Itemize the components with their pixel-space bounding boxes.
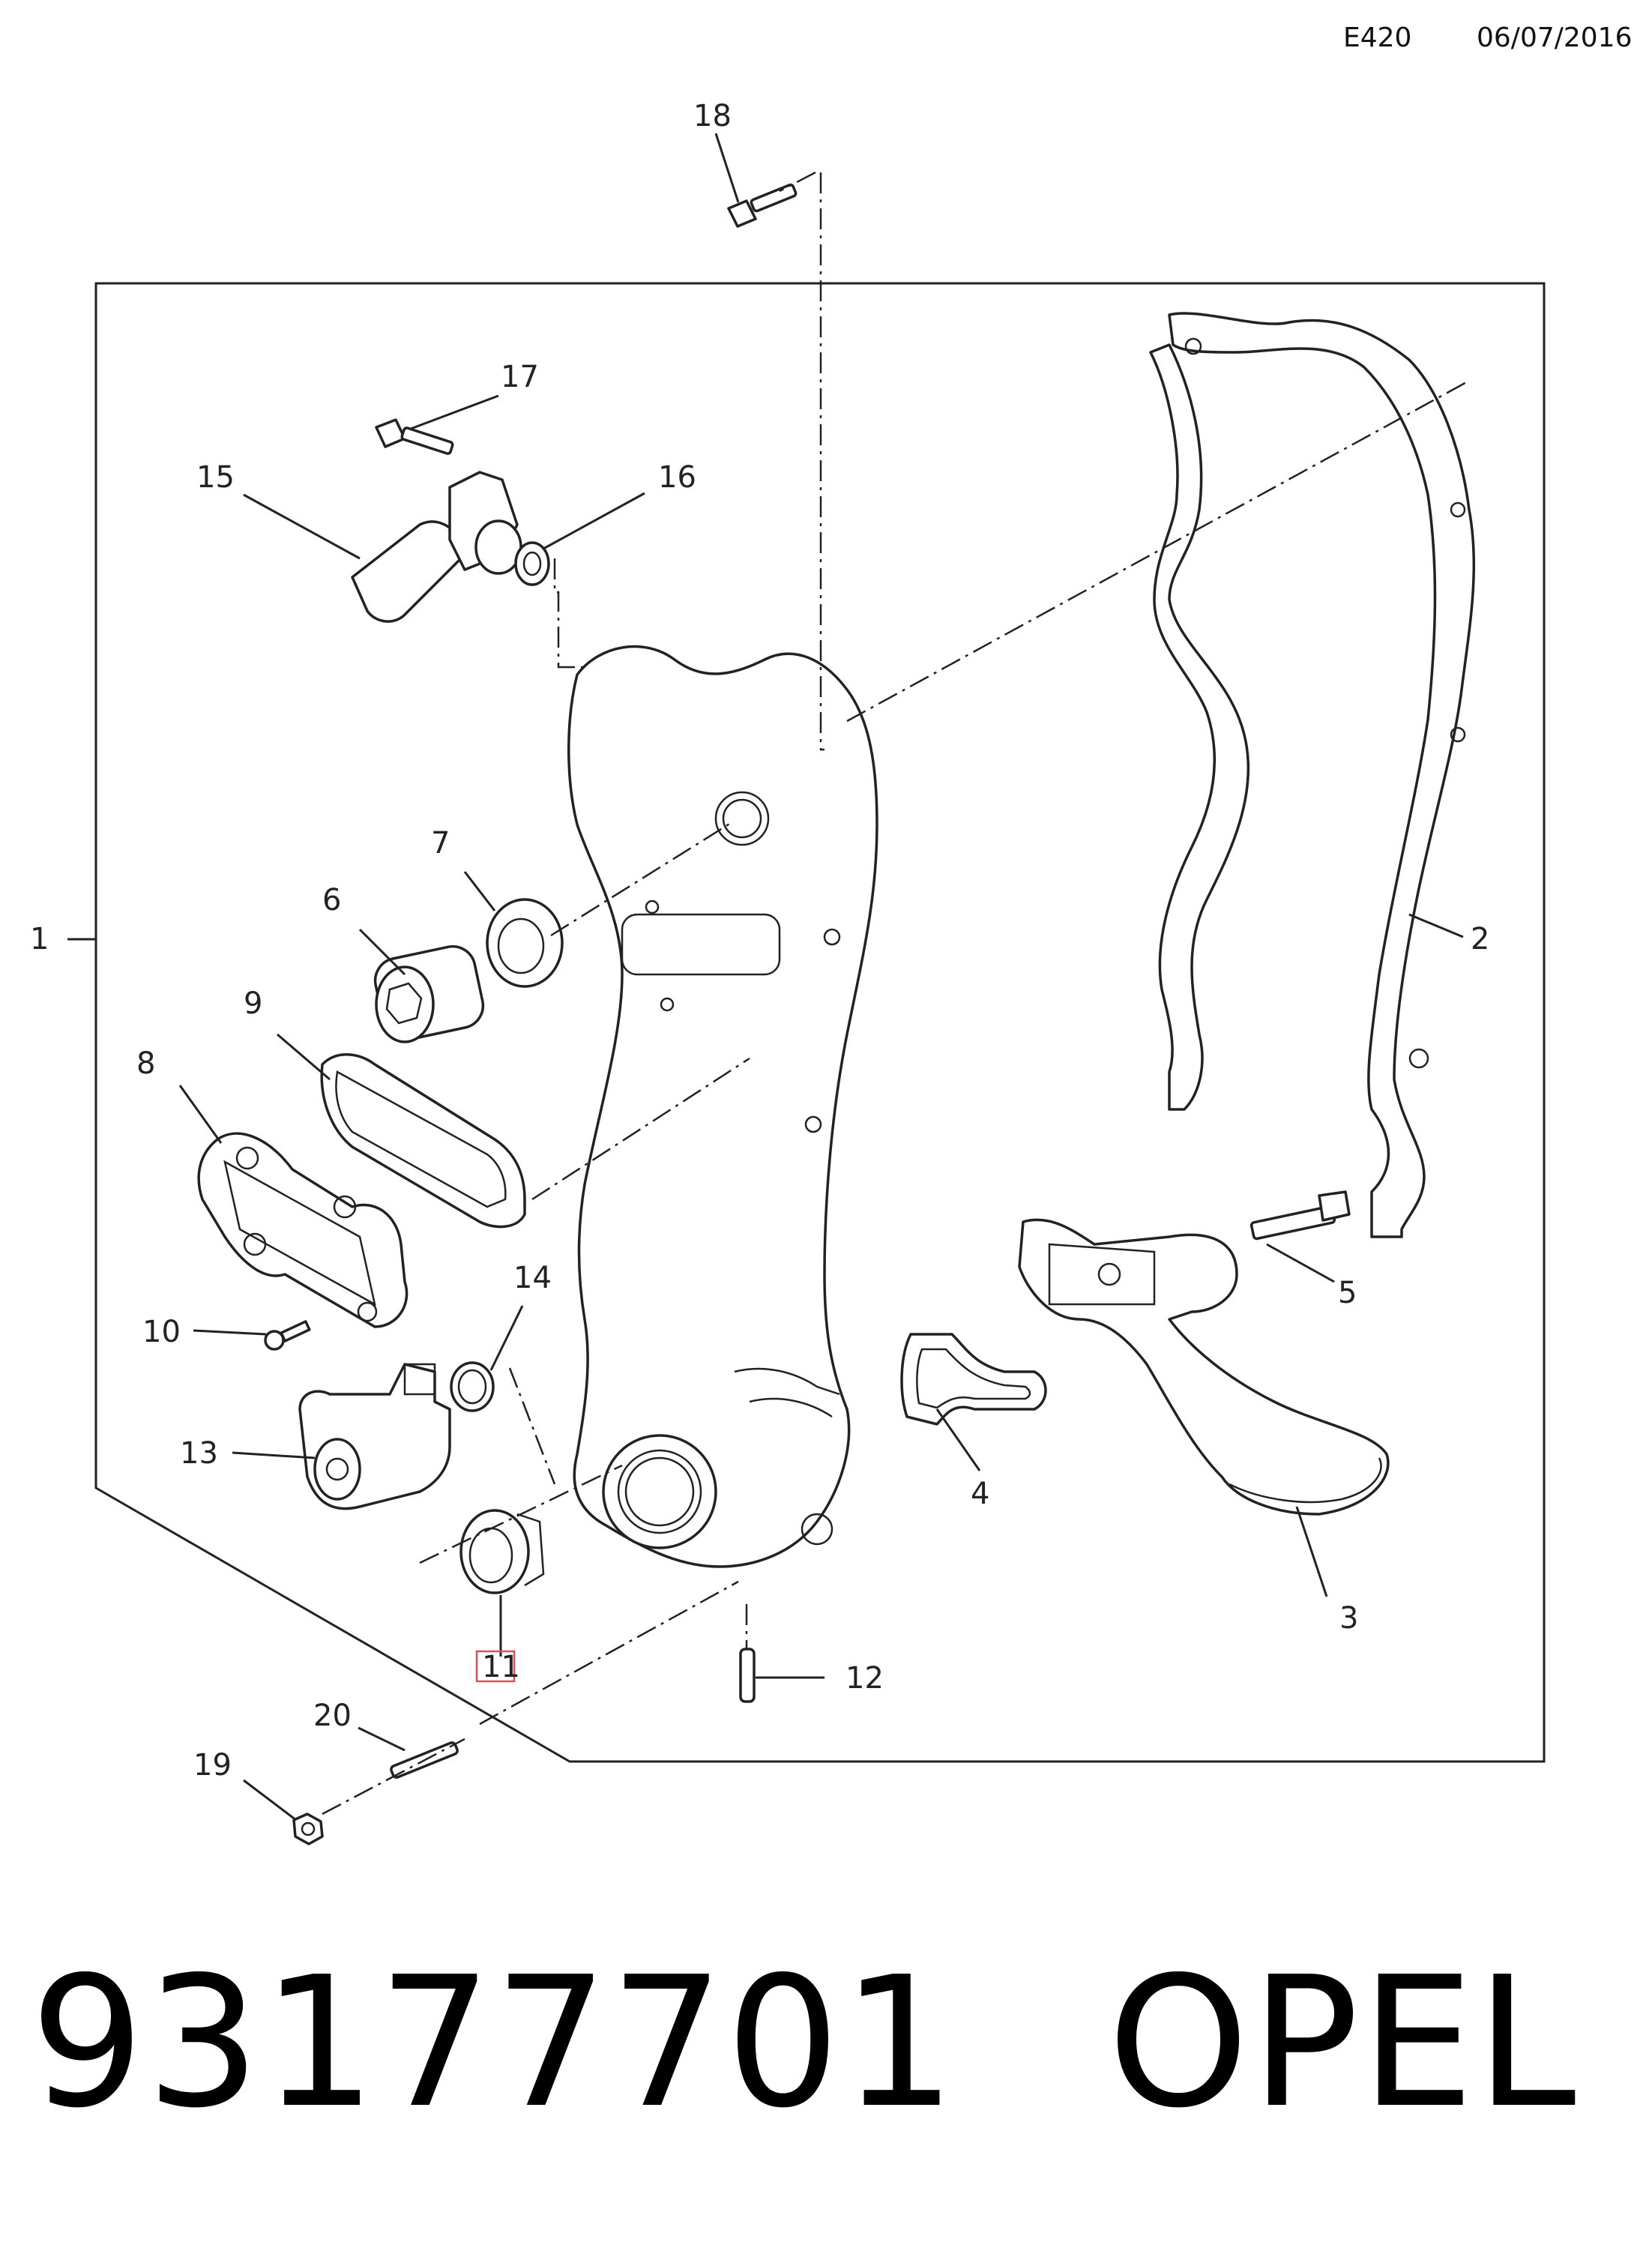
- callout-2[interactable]: 2: [1471, 922, 1489, 956]
- part-15-pipe-fitting: [351, 471, 522, 623]
- callout-3[interactable]: 3: [1339, 1601, 1358, 1636]
- part-14-o-ring: [450, 1361, 495, 1412]
- callout-17[interactable]: 17: [501, 360, 539, 394]
- part-19-nut: [292, 1812, 324, 1845]
- callout-16[interactable]: 16: [658, 460, 696, 495]
- part-number: 93177701: [30, 1938, 958, 2148]
- part-3-oil-pickup: [1018, 1218, 1390, 1516]
- callout-12[interactable]: 12: [845, 1661, 884, 1696]
- diagram-code: E420: [1343, 22, 1412, 53]
- callout-19[interactable]: 19: [193, 1748, 232, 1783]
- assembly-frame: [94, 282, 1546, 1763]
- callout-4[interactable]: 4: [971, 1477, 989, 1511]
- callout-9[interactable]: 9: [244, 986, 262, 1021]
- part-12-stud: [739, 1648, 756, 1703]
- callout-18[interactable]: 18: [693, 99, 732, 133]
- diagram-date: 06/07/2016: [1477, 22, 1633, 53]
- timing-cover-housing: [567, 645, 878, 1568]
- part-18-bolt: [727, 183, 798, 228]
- callout-numbers: 1 2 3 4 5 6 7 8 9 10 11 12 13 14 15 16 1…: [30, 99, 1489, 1783]
- part-10-screw: [264, 1320, 311, 1351]
- part-11-shaft-seal: [459, 1509, 545, 1594]
- callout-14[interactable]: 14: [513, 1261, 552, 1295]
- callout-1[interactable]: 1: [30, 922, 49, 956]
- part-13-solenoid-valve: [298, 1363, 451, 1510]
- leader-lines: [67, 133, 1464, 1821]
- callout-15[interactable]: 15: [196, 460, 235, 495]
- part-16-washer: [514, 541, 550, 586]
- callout-11[interactable]: 11: [482, 1650, 520, 1684]
- part-9-plate-gasket: [320, 1053, 526, 1229]
- part-7-seal-ring: [486, 898, 564, 988]
- part-17-bolt: [375, 418, 454, 455]
- part-6-plug: [373, 944, 485, 1043]
- callout-6[interactable]: 6: [322, 883, 341, 917]
- callout-7[interactable]: 7: [431, 826, 450, 861]
- callout-13[interactable]: 13: [180, 1436, 218, 1471]
- highlight-box-11: [475, 1650, 516, 1683]
- part-8-cover-plate: [197, 1132, 409, 1328]
- part-4-pickup-gasket: [900, 1333, 1047, 1426]
- assembly-lines: [322, 171, 1470, 1815]
- part-2-gasket: [1149, 312, 1476, 1238]
- brand-name: OPEL: [1107, 1938, 1578, 2148]
- callout-20[interactable]: 20: [313, 1699, 352, 1733]
- callout-10[interactable]: 10: [142, 1315, 181, 1349]
- part-5-bolt: [1249, 1190, 1351, 1241]
- callout-5[interactable]: 5: [1338, 1276, 1357, 1310]
- callout-8[interactable]: 8: [136, 1046, 155, 1081]
